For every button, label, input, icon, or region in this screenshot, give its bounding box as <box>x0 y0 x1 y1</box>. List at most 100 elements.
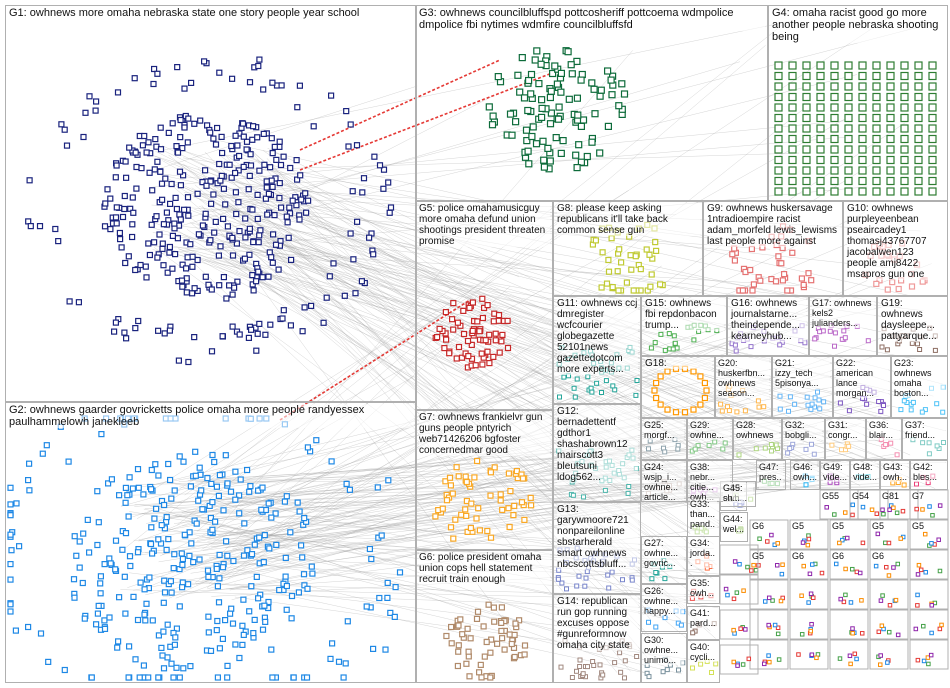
node-g6 <box>512 620 519 627</box>
node-g13 <box>559 580 565 586</box>
node-g1 <box>263 184 270 191</box>
node-g1 <box>276 180 283 187</box>
node-g4 <box>886 113 895 123</box>
node-g4 <box>830 82 839 91</box>
small-group-cell <box>789 639 829 670</box>
node-g4 <box>914 61 923 70</box>
node-g1 <box>256 56 263 63</box>
node-g4 <box>914 145 923 154</box>
node-g5 <box>504 317 511 324</box>
node-g6 <box>481 653 488 660</box>
node-g2 <box>294 499 301 506</box>
node-g1 <box>220 215 227 222</box>
node-g4 <box>774 134 783 144</box>
node-g1 <box>191 334 198 341</box>
node <box>741 588 746 593</box>
node-g1 <box>135 317 142 325</box>
node-g25 <box>646 446 651 452</box>
edge <box>162 485 699 543</box>
node-g2 <box>101 625 109 633</box>
node-g2 <box>281 498 288 505</box>
node-g31 <box>839 447 844 453</box>
node-g21 <box>777 406 783 412</box>
node-g22 <box>837 400 843 406</box>
node-g4 <box>872 155 881 165</box>
node-g2 <box>300 571 308 578</box>
node-g3 <box>540 163 549 171</box>
node-g1 <box>179 261 186 268</box>
node-g2 <box>266 545 273 552</box>
node-g1 <box>220 274 227 281</box>
node <box>743 627 748 632</box>
node-g1 <box>350 256 357 263</box>
node <box>916 562 922 568</box>
group-label-g12: G12: bernadettentf gdthor1 shashabrown12… <box>557 406 638 483</box>
node-g3 <box>527 70 536 79</box>
node <box>732 559 738 564</box>
node-g2 <box>195 497 202 504</box>
node-g14 <box>590 659 596 664</box>
node-g4 <box>844 155 853 165</box>
node-g3 <box>572 151 580 159</box>
node <box>723 586 729 592</box>
node-g4 <box>928 82 937 91</box>
node-g1 <box>302 190 309 197</box>
node-g17 <box>842 335 848 341</box>
node-g1 <box>52 225 59 233</box>
node-g1 <box>160 262 167 269</box>
node-g2 <box>148 466 155 474</box>
node-g2 <box>39 450 46 457</box>
node <box>848 600 854 605</box>
node <box>884 564 889 570</box>
node-g2 <box>140 662 147 669</box>
node-g1 <box>245 334 252 341</box>
node-g1 <box>272 241 280 248</box>
node-g1 <box>228 142 235 150</box>
node-g2 <box>236 510 243 517</box>
node-g4 <box>872 113 881 123</box>
node-g13 <box>564 586 569 592</box>
node-g6 <box>467 635 474 642</box>
node-g1 <box>380 166 388 173</box>
node-g5 <box>478 350 485 357</box>
group-label-g5: G5: police omahamusicguy more omaha defu… <box>419 203 550 247</box>
node-g4 <box>858 134 867 144</box>
node-g6 <box>498 619 505 627</box>
node-g2 <box>204 475 211 482</box>
node-g1 <box>286 210 294 217</box>
node-g3 <box>531 56 539 64</box>
node-g8 <box>609 284 616 291</box>
node-g1 <box>246 251 253 258</box>
node-g10 <box>908 283 916 290</box>
node-g5 <box>469 327 476 334</box>
node-g5 <box>484 348 491 355</box>
group-label-g48: G48: vide... <box>853 462 878 482</box>
node-g2 <box>328 458 335 465</box>
node-g1 <box>199 179 206 186</box>
node-g1 <box>229 323 236 330</box>
group-label-g10: G10: owhnews purpleyeenbean pseaircadey1… <box>847 203 945 280</box>
group-box-g9: G9: owhnews huskersavage 1ntradioempire … <box>703 201 843 296</box>
node-g7 <box>473 515 480 522</box>
node-g1 <box>86 93 93 100</box>
node-g5 <box>454 319 461 326</box>
node-g1 <box>150 80 157 88</box>
node-g5 <box>496 349 503 356</box>
node-g2 <box>12 627 19 634</box>
node-g18 <box>697 401 704 408</box>
group-box-g20: G20: huskerfbn... owhnews season... <box>715 356 772 418</box>
node-g1 <box>208 286 215 293</box>
node-g3 <box>516 88 524 96</box>
node-g1 <box>270 231 277 238</box>
node-g7 <box>497 497 504 504</box>
node-g3 <box>552 134 560 142</box>
node-g2 <box>132 656 139 663</box>
node <box>936 537 941 543</box>
node-g4 <box>788 166 797 175</box>
node-g2 <box>301 582 308 589</box>
node-g2 <box>148 486 155 493</box>
node-g6 <box>521 651 528 658</box>
node-g32 <box>787 446 793 451</box>
node-g21 <box>816 397 822 403</box>
node <box>876 629 882 635</box>
